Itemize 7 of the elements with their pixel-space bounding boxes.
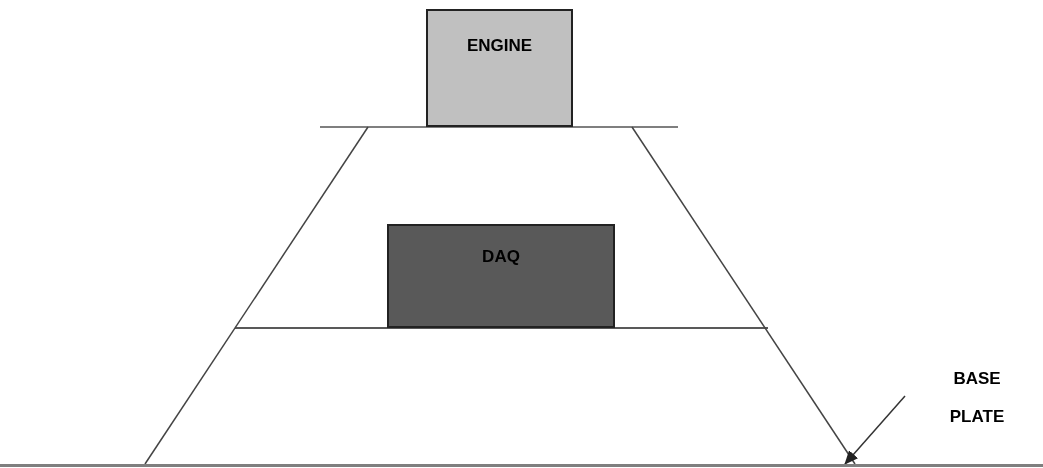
leader-arrow (844, 395, 906, 465)
engine-box (426, 9, 573, 127)
box-label: ENGINE (465, 35, 534, 57)
daq-box (387, 224, 615, 328)
base-plate-label: BASE PLATE (948, 368, 1006, 428)
box-label: DAQ (481, 246, 521, 268)
base-plate-bar (0, 464, 1043, 467)
